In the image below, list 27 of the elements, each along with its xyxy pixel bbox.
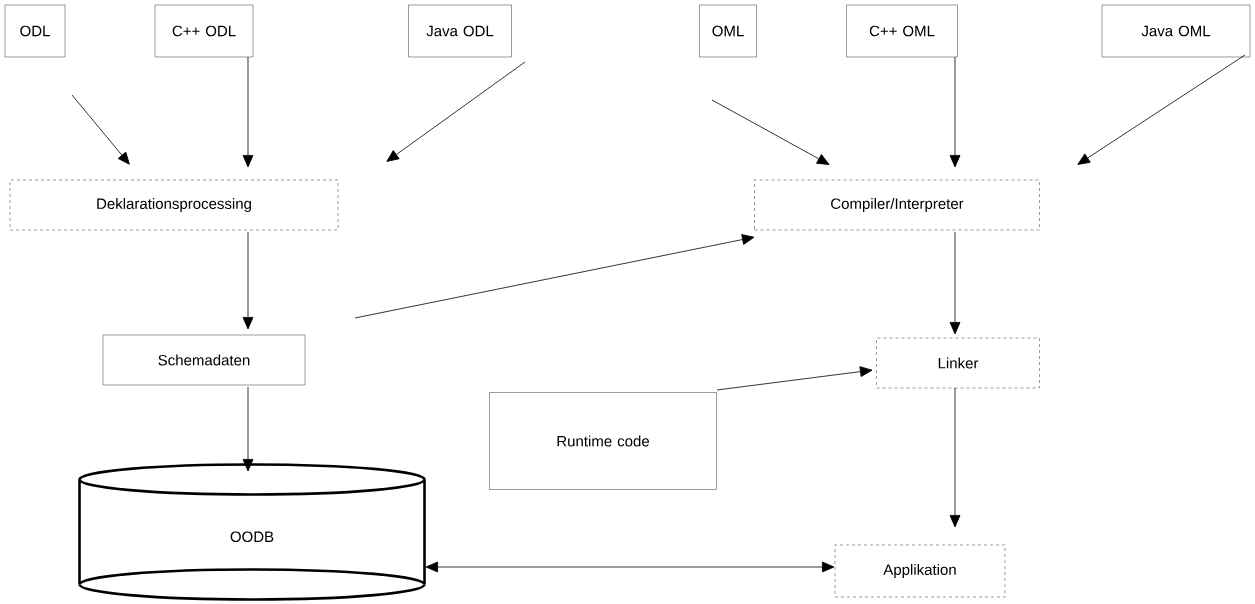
input-box: Java ODL xyxy=(408,4,512,58)
arrow xyxy=(242,231,254,330)
process-box: Deklarationsprocessing xyxy=(9,179,339,231)
arrow xyxy=(716,366,873,391)
process-box: Applikation xyxy=(834,544,1006,598)
arrow xyxy=(1077,54,1246,165)
arrow xyxy=(242,386,254,472)
arrow xyxy=(949,387,961,528)
arrow xyxy=(71,94,130,165)
arrow xyxy=(949,56,961,168)
arrow xyxy=(949,231,961,335)
input-box: C++ OML xyxy=(846,4,958,58)
data-box: Schemadaten xyxy=(102,334,306,386)
database-cylinder: OODB xyxy=(78,463,426,601)
arrow xyxy=(242,56,254,168)
input-box: ODL xyxy=(4,4,66,58)
arrow xyxy=(354,234,755,319)
arrow xyxy=(386,61,526,162)
arrow xyxy=(425,561,835,573)
node-label: OODB xyxy=(230,531,274,543)
code-box: Runtime code xyxy=(489,392,717,490)
process-box: Linker xyxy=(876,337,1040,389)
input-box: C++ ODL xyxy=(154,4,254,58)
input-box: OML xyxy=(699,4,757,58)
process-box: Compiler/Interpreter xyxy=(754,179,1040,231)
arrow xyxy=(711,99,830,165)
input-box: Java OML xyxy=(1101,4,1251,58)
